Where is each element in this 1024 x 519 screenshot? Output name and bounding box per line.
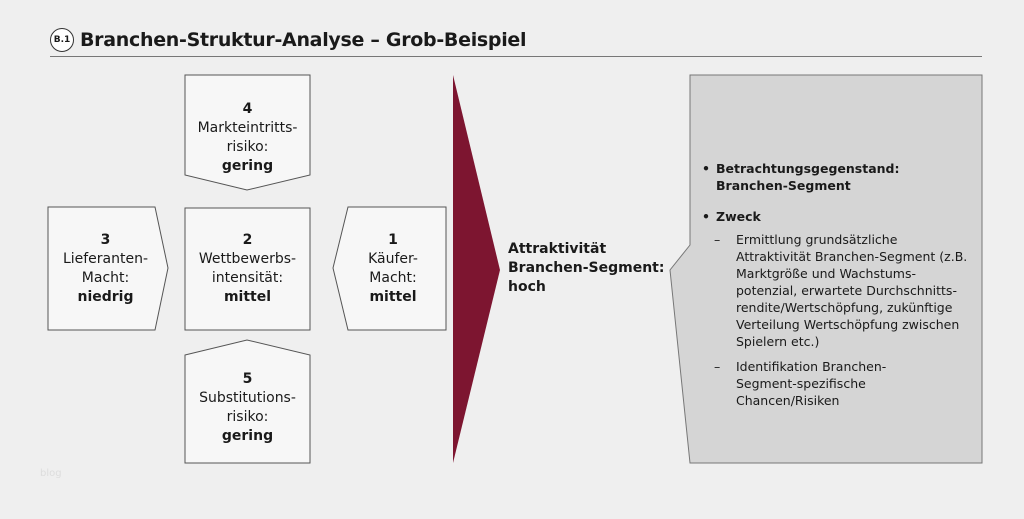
force-value: mittel	[369, 288, 417, 305]
shape-force-2	[184, 207, 311, 331]
force-value: niedrig	[77, 288, 134, 305]
watermark: blog	[40, 468, 62, 479]
header-divider	[50, 56, 982, 57]
result-label: Attraktivität Branchen-Segment: hoch	[508, 240, 668, 297]
force-label: intensität:	[211, 270, 284, 286]
force-number: 4	[242, 100, 253, 117]
sub-bullet: Identifikation Branchen-Segment-spezifis…	[700, 358, 946, 409]
force-label: Macht:	[369, 269, 417, 286]
result-line: Branchen-Segment:	[508, 260, 665, 276]
force-number: 3	[100, 231, 111, 248]
force-label: Markteintritts-	[197, 119, 298, 136]
force-value: mittel	[223, 289, 272, 305]
force-label: risiko:	[226, 409, 269, 425]
bullet-subject: Betrachtungsgegenstand: Branchen-Segment	[700, 160, 900, 194]
force-3: 3 Lieferanten- Macht: niedrig	[48, 207, 163, 330]
force-2: 2 Wettbewerbs- intensität: mittel	[185, 208, 310, 330]
force-number: 1	[388, 231, 398, 248]
force-label: risiko:	[226, 138, 269, 155]
force-label: Substitutions-	[199, 390, 296, 406]
force-label: Käufer-	[368, 250, 418, 267]
page-title: Branchen-Struktur-Analyse – Grob-Beispie…	[80, 29, 527, 51]
header: B.1 Branchen-Struktur-Analyse – Grob-Bei…	[50, 28, 527, 52]
shape-force-3	[47, 206, 169, 331]
section-badge: B.1	[50, 28, 74, 52]
result-value: hoch	[508, 279, 546, 295]
bullet-purpose: Zweck	[700, 208, 975, 225]
sub-bullet: Ermittlung grundsätzliche Attraktivität …	[700, 231, 975, 350]
result-line: Attraktivität	[508, 241, 607, 257]
shape-force-4	[184, 74, 311, 191]
shape-force-5	[184, 339, 311, 464]
force-value: gering	[221, 157, 274, 174]
result-arrow	[453, 75, 500, 463]
force-label: Wettbewerbs-	[198, 251, 297, 267]
force-value: gering	[221, 428, 274, 444]
force-label: Macht:	[81, 269, 130, 286]
shape-force-1	[332, 206, 447, 331]
force-number: 5	[242, 371, 253, 387]
force-number: 2	[242, 232, 253, 248]
force-1: 1 Käufer- Macht: mittel	[340, 207, 446, 330]
info-panel: Betrachtungsgegenstand: Branchen-Segment…	[700, 160, 975, 409]
force-4: 4 Markteintritts- risiko: gering	[185, 95, 310, 180]
force-label: Lieferanten-	[62, 250, 149, 267]
force-5: 5 Substitutions- risiko: gering	[185, 358, 310, 458]
